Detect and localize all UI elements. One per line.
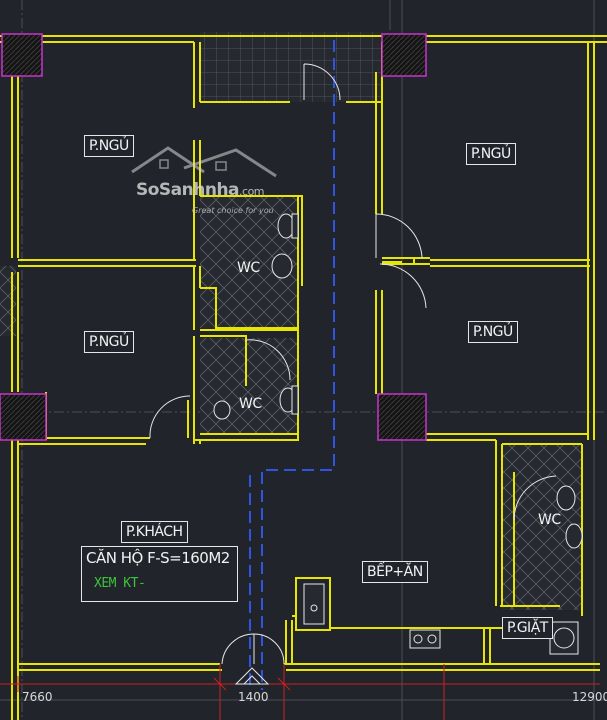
door-swings xyxy=(149,63,557,665)
room-label-bedroom-top-right: P.NGỦ xyxy=(466,143,516,165)
apartment-info-box: CĂN HỘ F-S=160M2 XEM KT- xyxy=(81,546,238,602)
watermark-brand-main: SoSanhnha xyxy=(136,180,240,200)
watermark-tagline: Great choice for you xyxy=(192,206,274,215)
apartment-title: CĂN HỘ F-S=160M2 xyxy=(86,549,230,567)
dimension-marks xyxy=(0,664,600,720)
room-label-bedroom-mid-left: P.NGỦ xyxy=(84,331,134,353)
watermark-brand-suffix: .com xyxy=(239,185,265,198)
apartment-note: XEM KT- xyxy=(94,576,146,591)
room-label-bedroom-mid-right: P.NGỦ xyxy=(468,321,518,343)
room-label-wc-1: WC xyxy=(237,260,260,276)
room-label-wc-3: WC xyxy=(538,512,561,528)
blue-dashed-lines xyxy=(249,40,335,690)
room-label-laundry: P.GIẶT xyxy=(502,617,553,639)
room-label-kitchen: BẾP+ĂN xyxy=(362,561,428,583)
dimension-center: 1400 xyxy=(238,690,269,704)
watermark-logo: SoSanhnha.com Great choice for you xyxy=(122,140,282,220)
dimension-left: 7660 xyxy=(22,690,53,704)
room-label-living: P.KHÁCH xyxy=(121,521,188,543)
room-label-bedroom-top-left: P.NGỦ xyxy=(84,135,134,157)
watermark-brand: SoSanhnha.com xyxy=(136,180,265,200)
columns xyxy=(0,33,427,441)
house-icon xyxy=(131,146,277,178)
room-label-wc-2: WC xyxy=(239,396,262,412)
sanitary-fixtures xyxy=(213,213,583,655)
dimension-right: 12900 xyxy=(572,690,607,704)
